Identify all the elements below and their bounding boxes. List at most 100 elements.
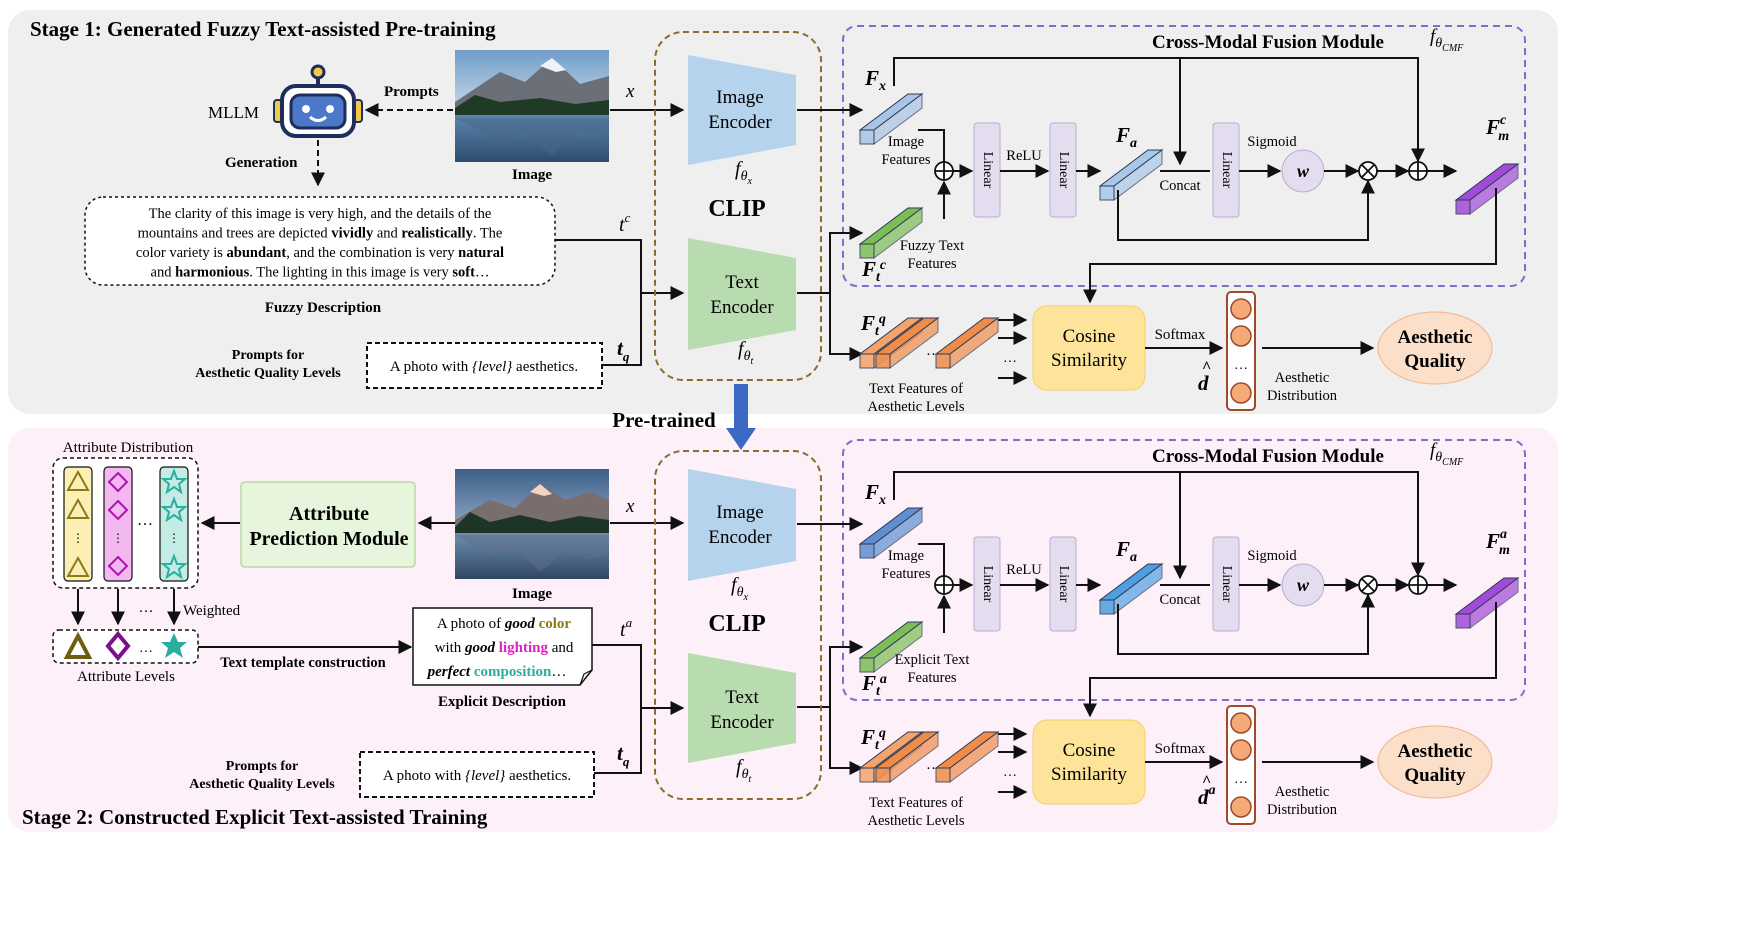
fx-residual-arrow bbox=[893, 57, 1425, 163]
cosine-line1: Cosine bbox=[1063, 326, 1116, 347]
linear-label-1: Linear bbox=[980, 566, 995, 603]
fused-output-bar bbox=[1454, 163, 1520, 215]
aesthetic-quality-line1: Aesthetic bbox=[1398, 327, 1473, 348]
stage1-title: Stage 1: Generated Fuzzy Text-assisted P… bbox=[30, 17, 496, 41]
level-feature-bar-3 bbox=[934, 731, 1000, 783]
fm-to-cosine bbox=[1083, 602, 1497, 718]
robot-icon bbox=[273, 64, 363, 138]
text-features-line2: Features bbox=[907, 256, 956, 272]
text-features-levels-line1: Text Features of bbox=[869, 381, 963, 397]
image-encoder-line2-stage2: Encoder bbox=[708, 527, 772, 548]
ft-symbol: Ftc bbox=[861, 257, 887, 285]
d-hat-symbol: d bbox=[1198, 371, 1209, 395]
cmf-module-stage1: Cross-Modal Fusion Module fθCMF FxImageFea… bbox=[797, 25, 1526, 415]
fuzzy-description-text: The clarity of this image is very high, … bbox=[136, 206, 504, 281]
clip-frame-stage2 bbox=[654, 450, 822, 800]
dist-dots: … bbox=[1234, 358, 1248, 373]
cos-in-dots: … bbox=[1003, 351, 1017, 366]
aesthetic-distribution-line2: Distribution bbox=[1267, 802, 1338, 818]
explicit-description-caption: Explicit Description bbox=[438, 694, 567, 710]
text-template-construction-label: Text template construction bbox=[220, 655, 385, 671]
cosine-line2: Similarity bbox=[1051, 764, 1128, 785]
cmf-title: Cross-Modal Fusion Module bbox=[1152, 32, 1384, 53]
tq-arrow-stage1 bbox=[602, 293, 642, 366]
text-features-levels-line2: Aesthetic Levels bbox=[867, 399, 964, 415]
relu-label: ReLU bbox=[1006, 562, 1042, 578]
distribution-column bbox=[1226, 705, 1256, 825]
explicit-description-box bbox=[412, 607, 593, 686]
fa-to-mult bbox=[1117, 179, 1375, 241]
clip-label-stage1: CLIP bbox=[708, 196, 765, 222]
text-encoder-stage1 bbox=[688, 238, 796, 350]
level-feature-arrow bbox=[829, 707, 864, 775]
input-image-stage1 bbox=[455, 50, 609, 162]
image-features-line1: Image bbox=[888, 134, 924, 150]
stage2-title: Stage 2: Constructed Explicit Text-assis… bbox=[22, 805, 488, 829]
aesthetic-quality-line1: Aesthetic bbox=[1398, 741, 1473, 762]
text-features-line2: Features bbox=[907, 670, 956, 686]
linear-label-3: Linear bbox=[1219, 152, 1234, 189]
image-encoder-line1-stage1: Image bbox=[716, 87, 763, 108]
image-caption-stage1: Image bbox=[512, 167, 552, 183]
cosine-similarity-block bbox=[1032, 719, 1146, 805]
aesthetic-quality-line2: Quality bbox=[1404, 765, 1466, 786]
tq-symbol-stage1: tq bbox=[617, 336, 630, 364]
prompt-template-stage1: A photo with {level} aesthetics. bbox=[390, 359, 578, 375]
weighted-label: Weighted bbox=[183, 603, 241, 619]
fa-symbol: Fa bbox=[1115, 537, 1137, 565]
tc-arrow bbox=[555, 239, 685, 300]
level-feature-bar-2 bbox=[874, 731, 940, 783]
dist-dots: … bbox=[1234, 772, 1248, 787]
x-symbol-stage1: x bbox=[625, 81, 635, 102]
aesthetic-distribution-line2: Distribution bbox=[1267, 388, 1338, 404]
add-icon bbox=[934, 161, 954, 181]
dist-bin-1 bbox=[1230, 298, 1252, 320]
multiply-icon bbox=[1358, 575, 1378, 595]
text-feature-arrow bbox=[797, 640, 864, 708]
image-features-line1: Image bbox=[888, 548, 924, 564]
text-encoder-line2-stage1: Encoder bbox=[710, 297, 774, 318]
add-icon-2 bbox=[1408, 161, 1428, 181]
text-features-line1: Explicit Text bbox=[895, 652, 970, 668]
text-encoder-line2-stage2: Encoder bbox=[710, 712, 774, 733]
tq-arrow-stage2 bbox=[594, 708, 642, 774]
image-encoder-line2-stage1: Encoder bbox=[708, 112, 772, 133]
cosine-line2: Similarity bbox=[1051, 350, 1128, 371]
cos-in-dots: … bbox=[1003, 765, 1017, 780]
page-curl bbox=[579, 669, 593, 686]
image-encoder-stage1 bbox=[688, 55, 796, 165]
text-feature-arrow bbox=[797, 226, 864, 294]
svg-text:⋮: ⋮ bbox=[112, 531, 124, 545]
prompts-levels-line1-stage1: Prompts for bbox=[232, 348, 304, 363]
pretrained-label: Pre-trained bbox=[612, 408, 716, 432]
multiply-icon bbox=[1358, 161, 1378, 181]
text-encoder-stage2 bbox=[688, 653, 796, 763]
cosine-line1: Cosine bbox=[1063, 740, 1116, 761]
aesthetic-quality-node bbox=[1377, 311, 1493, 385]
svg-text:⋮: ⋮ bbox=[168, 531, 180, 545]
fx-symbol: Fx bbox=[864, 480, 886, 508]
ftq-symbol: Ftq bbox=[860, 311, 886, 339]
cmf-title: Cross-Modal Fusion Module bbox=[1152, 446, 1384, 467]
fx-to-add bbox=[918, 129, 945, 162]
svg-text:…: … bbox=[137, 512, 153, 529]
text-features-line1: Fuzzy Text bbox=[900, 238, 964, 254]
fx-symbol: Fx bbox=[864, 66, 886, 94]
image-feature-bar bbox=[858, 93, 924, 145]
x-symbol-stage2: x bbox=[625, 496, 635, 517]
text-encoder-line1-stage1: Text bbox=[725, 272, 759, 293]
dist-bin-3 bbox=[1230, 382, 1252, 404]
fused-feature-bar bbox=[1098, 149, 1164, 201]
mllm-label: MLLM bbox=[208, 103, 259, 122]
attribute-bars: ⋮ ⋮ … ⋮ bbox=[63, 466, 189, 582]
f-theta-cmf: fθCMF bbox=[1430, 26, 1464, 54]
level-feature-arrow bbox=[829, 293, 864, 361]
svg-text:⋮: ⋮ bbox=[72, 531, 84, 545]
ft-symbol: Fta bbox=[861, 671, 887, 699]
dist-bin-2 bbox=[1230, 739, 1252, 761]
ftq-symbol: Ftq bbox=[860, 725, 886, 753]
attribute-distribution-label: Attribute Distribution bbox=[63, 440, 194, 456]
add-icon bbox=[934, 575, 954, 595]
